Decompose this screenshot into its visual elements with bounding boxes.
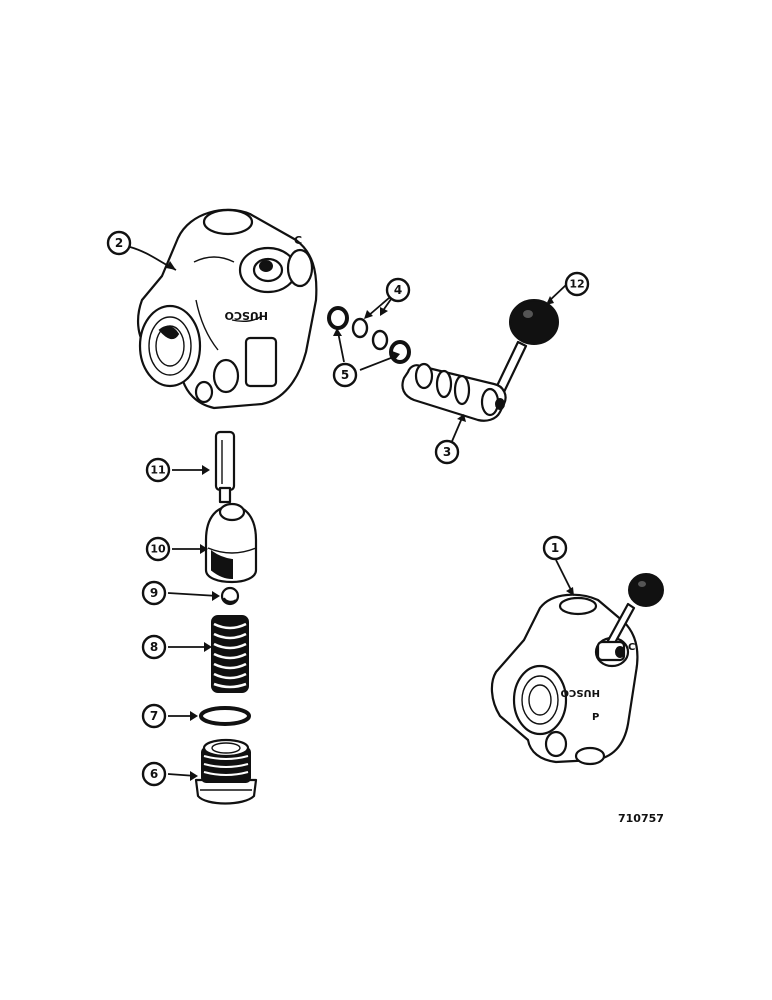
svg-text:7: 7 [150, 709, 158, 723]
spring-part [211, 615, 249, 693]
assembled-valve-part: HUSCO C P [490, 573, 664, 766]
plug-part [194, 738, 258, 805]
callout-8: 8 [141, 634, 167, 660]
handle-knob-part [509, 299, 559, 345]
svg-text:6: 6 [150, 767, 158, 781]
spool-lever-part [401, 340, 528, 422]
callout-3: 3 [434, 439, 460, 465]
callout-1: 1 [542, 535, 568, 561]
callout-9: 9 [141, 580, 167, 606]
svg-text:5: 5 [341, 368, 349, 382]
svg-text:1: 1 [551, 541, 559, 555]
valve-body-part: HUSCO C [136, 208, 318, 410]
arrowheads [166, 261, 574, 781]
callout-12: 12 [564, 271, 590, 297]
callout-2: 2 [106, 230, 132, 256]
callout-6: 6 [141, 761, 167, 787]
svg-text:12: 12 [569, 278, 584, 291]
callout-5: 5 [332, 362, 358, 388]
pin-part [214, 430, 236, 504]
port-marking-c: C [294, 234, 302, 247]
assembled-port-p: P [592, 712, 599, 723]
ball-part [220, 586, 240, 606]
svg-text:11: 11 [150, 464, 165, 477]
poppet-part [204, 502, 258, 584]
callout-4: 4 [385, 277, 411, 303]
svg-text:8: 8 [150, 640, 158, 654]
svg-text:4: 4 [394, 283, 402, 297]
svg-text:9: 9 [150, 586, 158, 600]
svg-text:2: 2 [115, 236, 123, 250]
valve-body-marking: HUSCO [225, 309, 268, 322]
assembled-valve-marking: HUSCO [560, 687, 600, 698]
figure-reference-number: 710757 [618, 812, 664, 825]
svg-text:3: 3 [443, 445, 451, 459]
assembled-port-c: C [628, 642, 635, 653]
callout-11: 11 [145, 457, 171, 483]
callout-7: 7 [141, 703, 167, 729]
svg-text:10: 10 [150, 543, 166, 556]
callout-10: 10 [145, 536, 171, 562]
o-ring-part [199, 706, 251, 726]
